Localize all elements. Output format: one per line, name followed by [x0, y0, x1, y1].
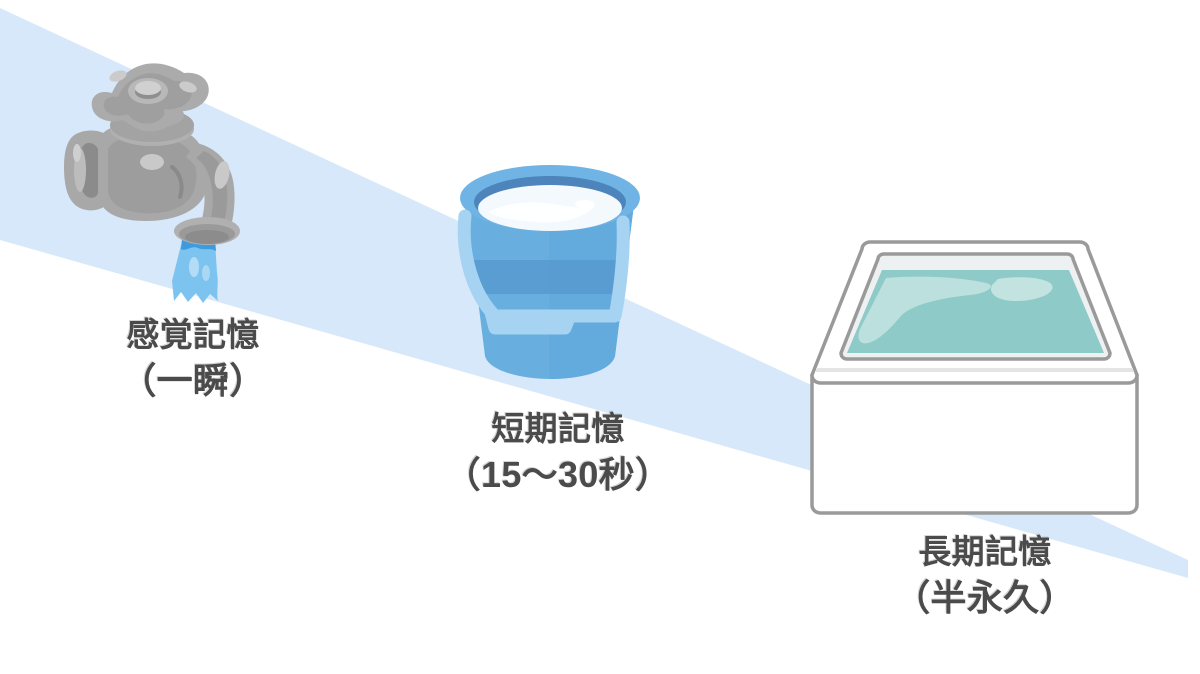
- stage-label-sensory: 感覚記憶 （一瞬）: [48, 313, 338, 404]
- bucket-handle: [457, 209, 630, 335]
- stage-label-sensory-line1: 感覚記憶: [126, 316, 260, 353]
- bucket-water: [478, 185, 622, 231]
- bathtub-icon: [810, 240, 1139, 515]
- stage-label-short-term: 短期記憶 （15〜30秒）: [408, 407, 708, 498]
- faucet-water: [172, 239, 218, 303]
- faucet-handle: [91, 63, 209, 132]
- stage-label-short-term-line2: （15〜30秒）: [444, 453, 672, 495]
- bucket-icon: [457, 165, 640, 379]
- stage-label-short-term-line1: 短期記憶: [491, 410, 625, 447]
- stage-label-long-term-line2: （半永久）: [894, 576, 1076, 618]
- stage-label-long-term: 長期記憶 （半永久）: [835, 530, 1135, 621]
- stage-label-sensory-line2: （一瞬）: [120, 359, 266, 401]
- stage-label-long-term-line1: 長期記憶: [918, 533, 1052, 570]
- bathtub-water: [839, 252, 1112, 361]
- faucet-icon: [64, 63, 240, 303]
